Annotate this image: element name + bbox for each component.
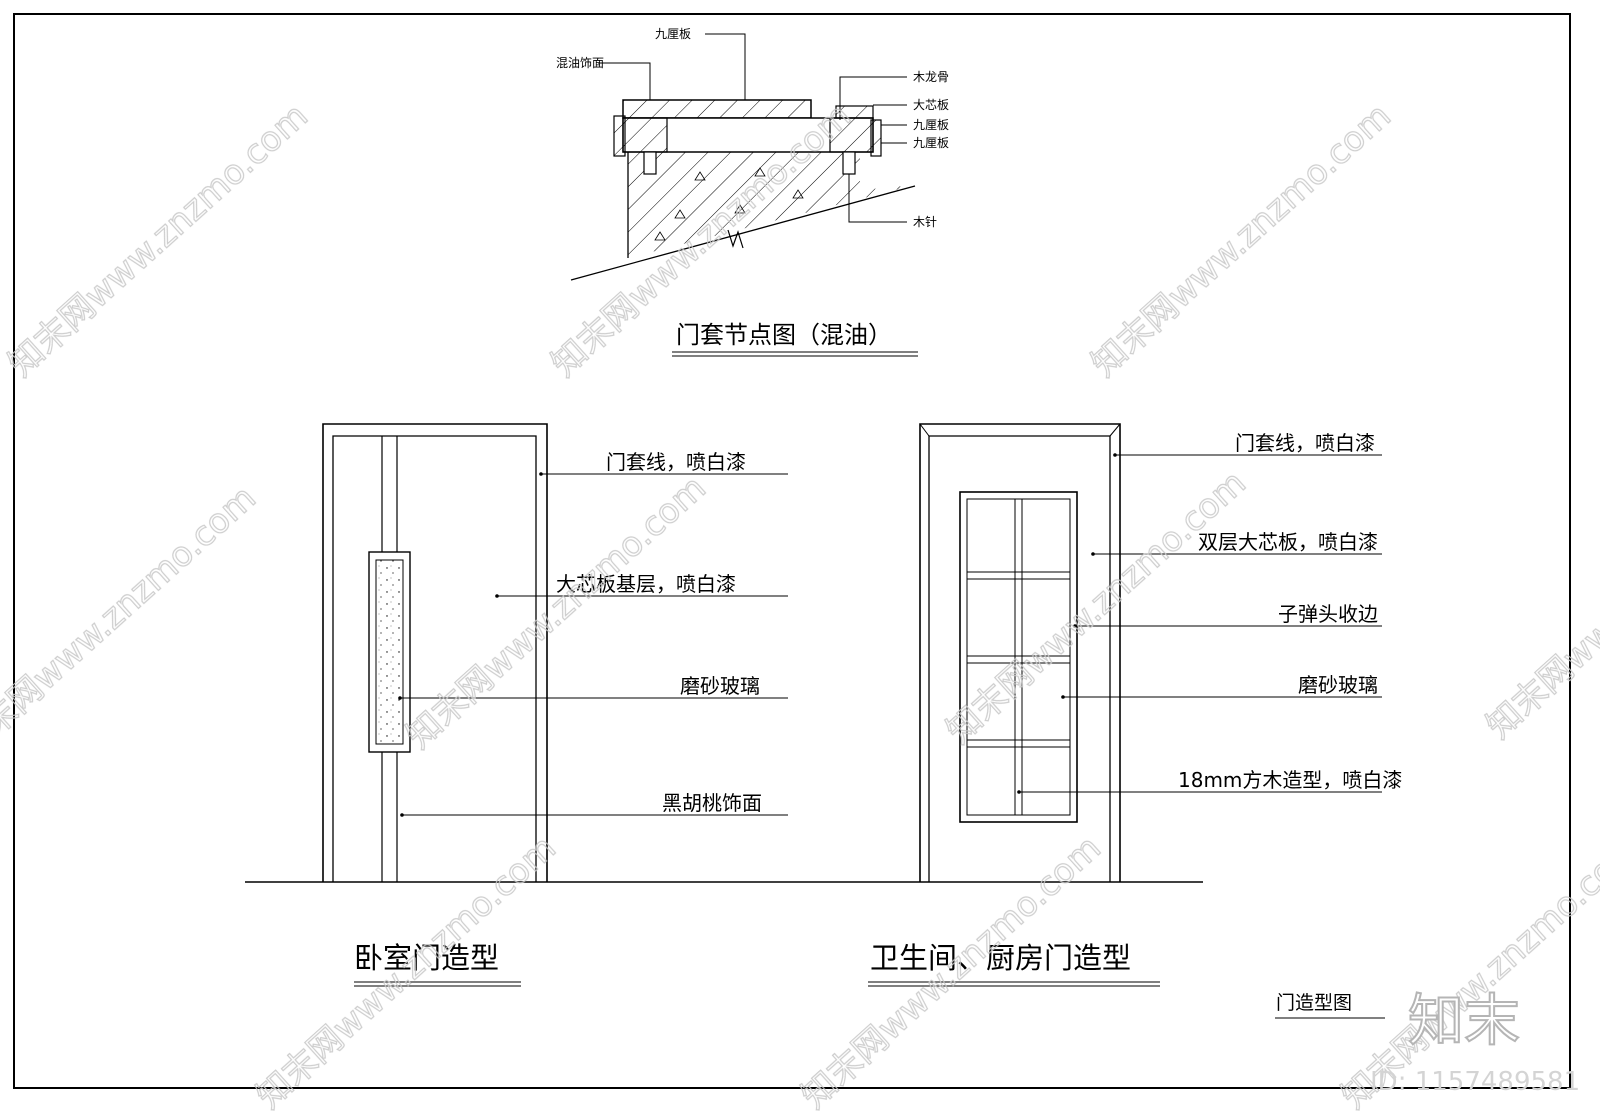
label-bedroom-veneer: 黑胡桃饰面	[662, 791, 762, 815]
bathroom-door-title: 卫生间、厨房门造型	[870, 941, 1131, 975]
label-jiulimban-top: 九厘板	[655, 27, 691, 41]
node-detail-title: 门套节点图（混油）	[676, 321, 892, 349]
watermark-text: 知末网www.znzmo.com	[0, 478, 264, 767]
wood-stud-right	[842, 151, 856, 175]
image-id: ID: 1157489581	[1370, 1067, 1580, 1097]
drawing-name: 门造型图	[1276, 992, 1352, 1014]
label-bedroom-base: 大芯板基层，喷白漆	[556, 572, 736, 596]
wall-cut-line	[570, 185, 916, 281]
label-bedroom-frame: 门套线，喷白漆	[606, 450, 746, 474]
glass-window	[959, 491, 1078, 823]
label-jiulimban-1: 九厘板	[913, 118, 949, 132]
break-mark	[727, 229, 744, 249]
bathroom-door: 门套线，喷白漆 双层大芯板，喷白漆 子弹头收边 磨砂玻璃 18mm方木造型，喷白…	[868, 423, 1402, 987]
watermark-text: 知末网www.znzmo.com	[249, 828, 563, 1117]
wood-stud-left	[643, 151, 657, 175]
label-bath-panel: 双层大芯板，喷白漆	[1198, 530, 1378, 554]
label-bedroom-glass: 磨砂玻璃	[680, 674, 760, 698]
top-panel	[622, 99, 812, 119]
bedroom-door-title: 卧室门造型	[354, 941, 499, 975]
watermark-text: 知末网www.znzmo.com	[1479, 458, 1600, 747]
brand-logo: 知末	[1408, 989, 1520, 1054]
bedroom-door: 门套线，喷白漆 大芯板基层，喷白漆 磨砂玻璃 黑胡桃饰面 卧室门造型	[322, 423, 788, 987]
label-hunyou: 混油饰面	[556, 56, 604, 70]
watermark-text: 知末网www.znzmo.com	[1084, 96, 1398, 385]
label-bath-edge: 子弹头收边	[1278, 602, 1378, 626]
watermark-text: 知末网www.znzmo.com	[399, 468, 713, 757]
label-bath-glass: 磨砂玻璃	[1298, 673, 1378, 697]
label-bath-wood: 18mm方木造型，喷白漆	[1178, 768, 1402, 792]
label-mulonggu: 木龙骨	[913, 70, 949, 84]
label-bath-frame: 门套线，喷白漆	[1235, 431, 1375, 455]
label-jiulimban-2: 九厘板	[913, 136, 949, 150]
sheet-border	[13, 13, 1571, 1089]
label-muzhen: 木针	[913, 214, 937, 229]
node-detail: 九厘板 混油饰面 木龙骨 大芯板 九厘板 九厘板 木针 门套节点图（混油）	[556, 27, 949, 357]
label-daxinban: 大芯板	[913, 98, 949, 112]
watermark-text: 知末网www.znzmo.com	[1, 96, 315, 385]
